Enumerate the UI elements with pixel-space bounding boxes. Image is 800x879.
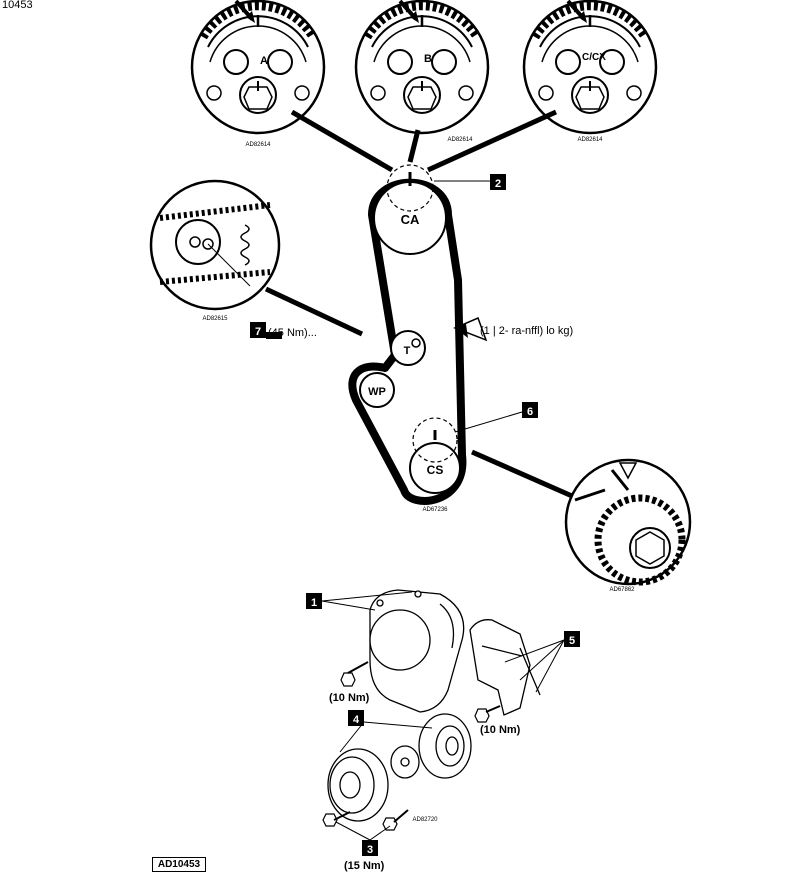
- camshaft-pulley: CA: [373, 164, 447, 255]
- sprocket-b-letter: B: [424, 53, 432, 65]
- callout-3: 3 (15 Nm): [335, 821, 391, 872]
- callout-1-number: 1: [311, 597, 317, 609]
- crankshaft-label: CS: [427, 463, 444, 477]
- front-cover-lower: [469, 619, 541, 716]
- tensioner-label: T: [404, 345, 411, 357]
- crankshaft-pulley-part: [327, 745, 420, 822]
- cover-bolt-right: (10 Nm): [474, 705, 521, 736]
- callout-4-number: 4: [353, 714, 360, 726]
- cover-bolt-left-torque: (10 Nm): [329, 692, 370, 704]
- cover-bolt-left: (10 Nm): [329, 661, 370, 704]
- inset-leaders: [290, 109, 558, 173]
- tensioner-leader: [264, 286, 364, 337]
- cover-bolt-right-torque: (10 Nm): [480, 724, 521, 736]
- parts-code: AD82720: [412, 817, 438, 823]
- sprocket-a-code: AD82614: [245, 142, 271, 148]
- sprocket-ccx-letter: C/CX: [582, 52, 606, 63]
- tensioner-torque: (45 Nm)...: [268, 327, 317, 339]
- callout-4: 4: [339, 710, 433, 753]
- callout-3-number: 3: [367, 844, 373, 856]
- crank-leader: [470, 449, 574, 499]
- sprocket-a-inset: A AD82614: [192, 1, 324, 148]
- front-cover-upper: [369, 589, 465, 713]
- callout-5-number: 5: [569, 635, 575, 647]
- pulley-hub-part: [418, 713, 472, 779]
- callout-2-number: 2: [495, 178, 501, 190]
- sprocket-b-inset: B AD82614: [356, 1, 488, 143]
- pulley-bolts: [322, 809, 409, 831]
- callout-7-number: 7: [255, 326, 261, 338]
- callout-6: 6: [454, 402, 538, 433]
- tension-arrow: (1 | 2- ra-nffl) lo kg): [453, 316, 573, 342]
- crankshaft-pulley: CS: [409, 417, 461, 494]
- belt-tension-value: (1 | 2- ra-nffl) lo kg): [480, 325, 573, 337]
- crank-inset-code: AD67862: [609, 587, 635, 593]
- tensioner-inset-code: AD82615: [202, 316, 228, 322]
- camshaft-label: CA: [401, 212, 420, 227]
- callout-7: 7 (45 Nm)...: [250, 322, 317, 339]
- pulley-bolts-torque: (15 Nm): [344, 860, 385, 872]
- callout-2: 2: [434, 174, 506, 190]
- callout-6-number: 6: [527, 406, 533, 418]
- tensioner-inset: AD82615: [149, 179, 281, 322]
- callout-5: 5: [504, 631, 580, 693]
- sprocket-a-letter: A: [260, 55, 268, 67]
- drawing-number: 10453: [2, 0, 33, 11]
- water-pump-pulley: WP: [359, 372, 395, 408]
- crank-inset: AD67862: [564, 458, 692, 593]
- water-pump-label: WP: [368, 386, 386, 398]
- tensioner-pulley: T: [390, 330, 426, 366]
- reference-code-box: AD10453: [152, 857, 206, 872]
- sprocket-b-code: AD82614: [447, 137, 473, 143]
- callout-1: 1: [306, 591, 413, 611]
- belt-code: AD67236: [422, 507, 448, 513]
- sprocket-ccx-code: AD82614: [577, 137, 603, 143]
- sprocket-ccx-inset: C/CX AD82614: [524, 1, 656, 143]
